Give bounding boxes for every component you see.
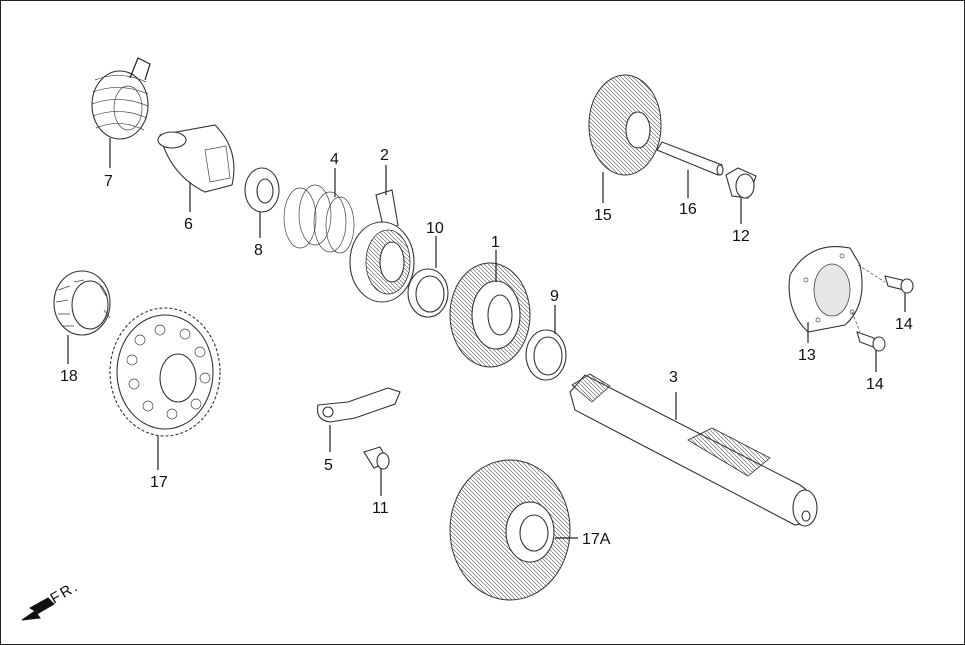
label-1: 1 — [491, 234, 500, 251]
label-10: 10 — [426, 220, 444, 237]
part-10-washer — [407, 268, 449, 318]
label-8: 8 — [254, 242, 263, 259]
part-12-collar — [725, 167, 757, 199]
part-9-washer — [525, 329, 567, 381]
part-5-plate — [316, 387, 401, 423]
label-17: 17 — [150, 474, 168, 491]
label-11: 11 — [372, 500, 389, 517]
part-14-bolt-upper — [884, 275, 914, 294]
part-2-ratchet — [349, 189, 415, 303]
part-8-washer — [244, 167, 280, 213]
label-18: 18 — [60, 368, 78, 385]
front-direction-arrow-icon — [21, 597, 55, 621]
label-2: 2 — [380, 147, 389, 164]
part-14-bolt-lower — [856, 331, 886, 352]
part-6-sleeve — [157, 124, 235, 193]
label-4: 4 — [330, 151, 339, 168]
part-11-bolt — [363, 446, 390, 470]
label-6: 6 — [184, 216, 193, 233]
label-12: 12 — [732, 228, 750, 245]
label-13: 13 — [798, 347, 816, 364]
part-17a-gear — [449, 459, 571, 601]
part-15-gear — [588, 74, 662, 176]
label-5: 5 — [324, 457, 333, 474]
part-18-bearing — [53, 270, 111, 336]
part-7-spring — [91, 57, 151, 140]
part-1-gear — [449, 262, 531, 368]
label-3: 3 — [669, 369, 678, 386]
part-16-pin — [656, 141, 724, 176]
front-direction-label: FR. — [48, 578, 83, 608]
label-16: 16 — [679, 201, 697, 218]
label-17a: 17A — [582, 531, 611, 548]
label-14-lower: 14 — [866, 376, 884, 393]
part-4-spring — [283, 184, 355, 254]
part-17-gear — [109, 307, 221, 437]
part-13-flange — [788, 246, 886, 333]
label-14-upper: 14 — [895, 316, 913, 333]
part-3-shaft — [569, 373, 818, 527]
label-15: 15 — [594, 207, 612, 224]
label-9: 9 — [550, 288, 559, 305]
label-7: 7 — [104, 173, 113, 190]
